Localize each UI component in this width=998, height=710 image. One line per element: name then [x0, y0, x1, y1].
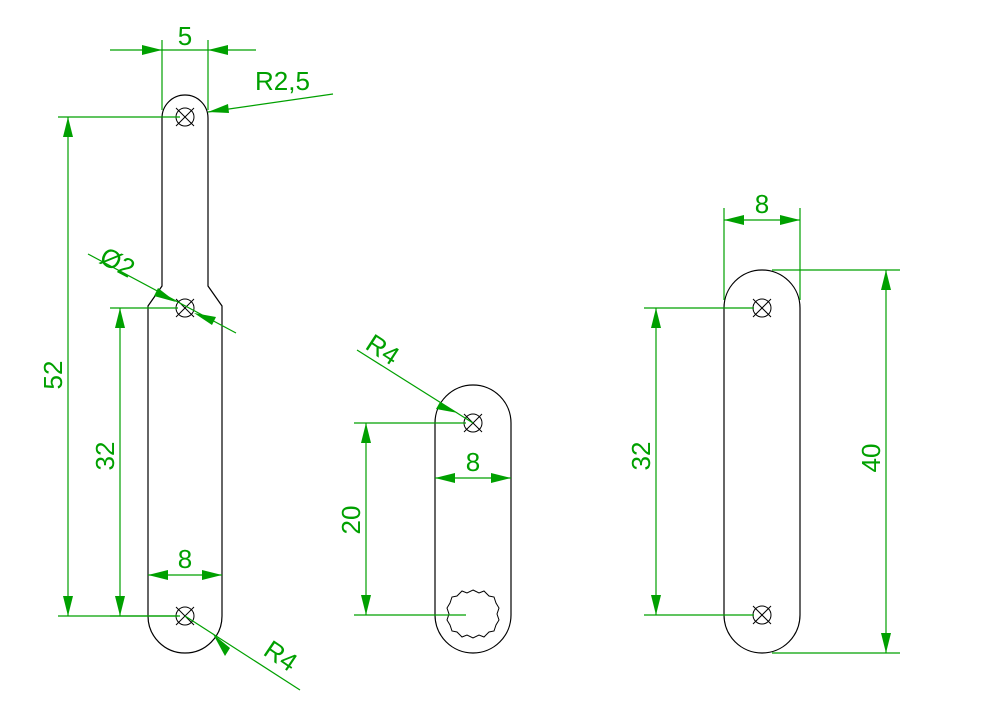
part-short-link: [434, 384, 512, 654]
straight-link-top-hole: [752, 298, 772, 318]
short-link-splined-hole: [446, 589, 500, 639]
dim-text-long-pin-diameter: Ø2: [95, 241, 140, 284]
dimension-short-hole-spacing: 20: [336, 422, 466, 616]
dimension-long-bottom-width: 8: [148, 544, 222, 580]
dimension-long-bottom-radius: R4: [184, 615, 303, 691]
dim-text-long-bottom-width: 8: [178, 544, 192, 574]
dimension-short-radius: R4: [356, 328, 474, 424]
straight-link-outline: [723, 269, 801, 654]
dim-text-short-width: 8: [466, 447, 480, 477]
dimension-right-hole-spacing: 32: [626, 307, 754, 616]
short-link-outline: [434, 384, 512, 654]
dim-text-long-top-width: 5: [178, 21, 192, 51]
dim-text-right-hole-spacing: 32: [626, 442, 656, 471]
dim-text-long-top-radius: R2,5: [255, 66, 310, 96]
dim-text-short-hole-spacing: 20: [336, 506, 366, 535]
dimension-long-top-radius: R2,5: [207, 66, 334, 113]
dim-text-long-total-length: 52: [38, 361, 68, 390]
dimension-right-width: 8: [723, 189, 801, 300]
dim-text-right-total-length: 40: [856, 444, 886, 473]
long-link-middle-hole: [175, 298, 195, 318]
dim-text-long-hole-spacing: 32: [90, 442, 120, 471]
part-straight-link: [723, 269, 801, 654]
dim-text-short-radius: R4: [361, 328, 405, 371]
dimension-long-hole-spacing: 32: [90, 307, 178, 617]
dim-text-long-bottom-radius: R4: [259, 634, 303, 677]
dim-text-right-width: 8: [755, 189, 769, 219]
long-link-outline: [147, 94, 223, 654]
dimension-short-width: 8: [435, 447, 511, 483]
dimension-long-top-width: 5: [110, 21, 256, 110]
dimension-long-total-length: 52: [38, 116, 180, 617]
dimension-right-total-length: 40: [772, 269, 900, 654]
straight-link-bottom-hole: [752, 605, 772, 625]
